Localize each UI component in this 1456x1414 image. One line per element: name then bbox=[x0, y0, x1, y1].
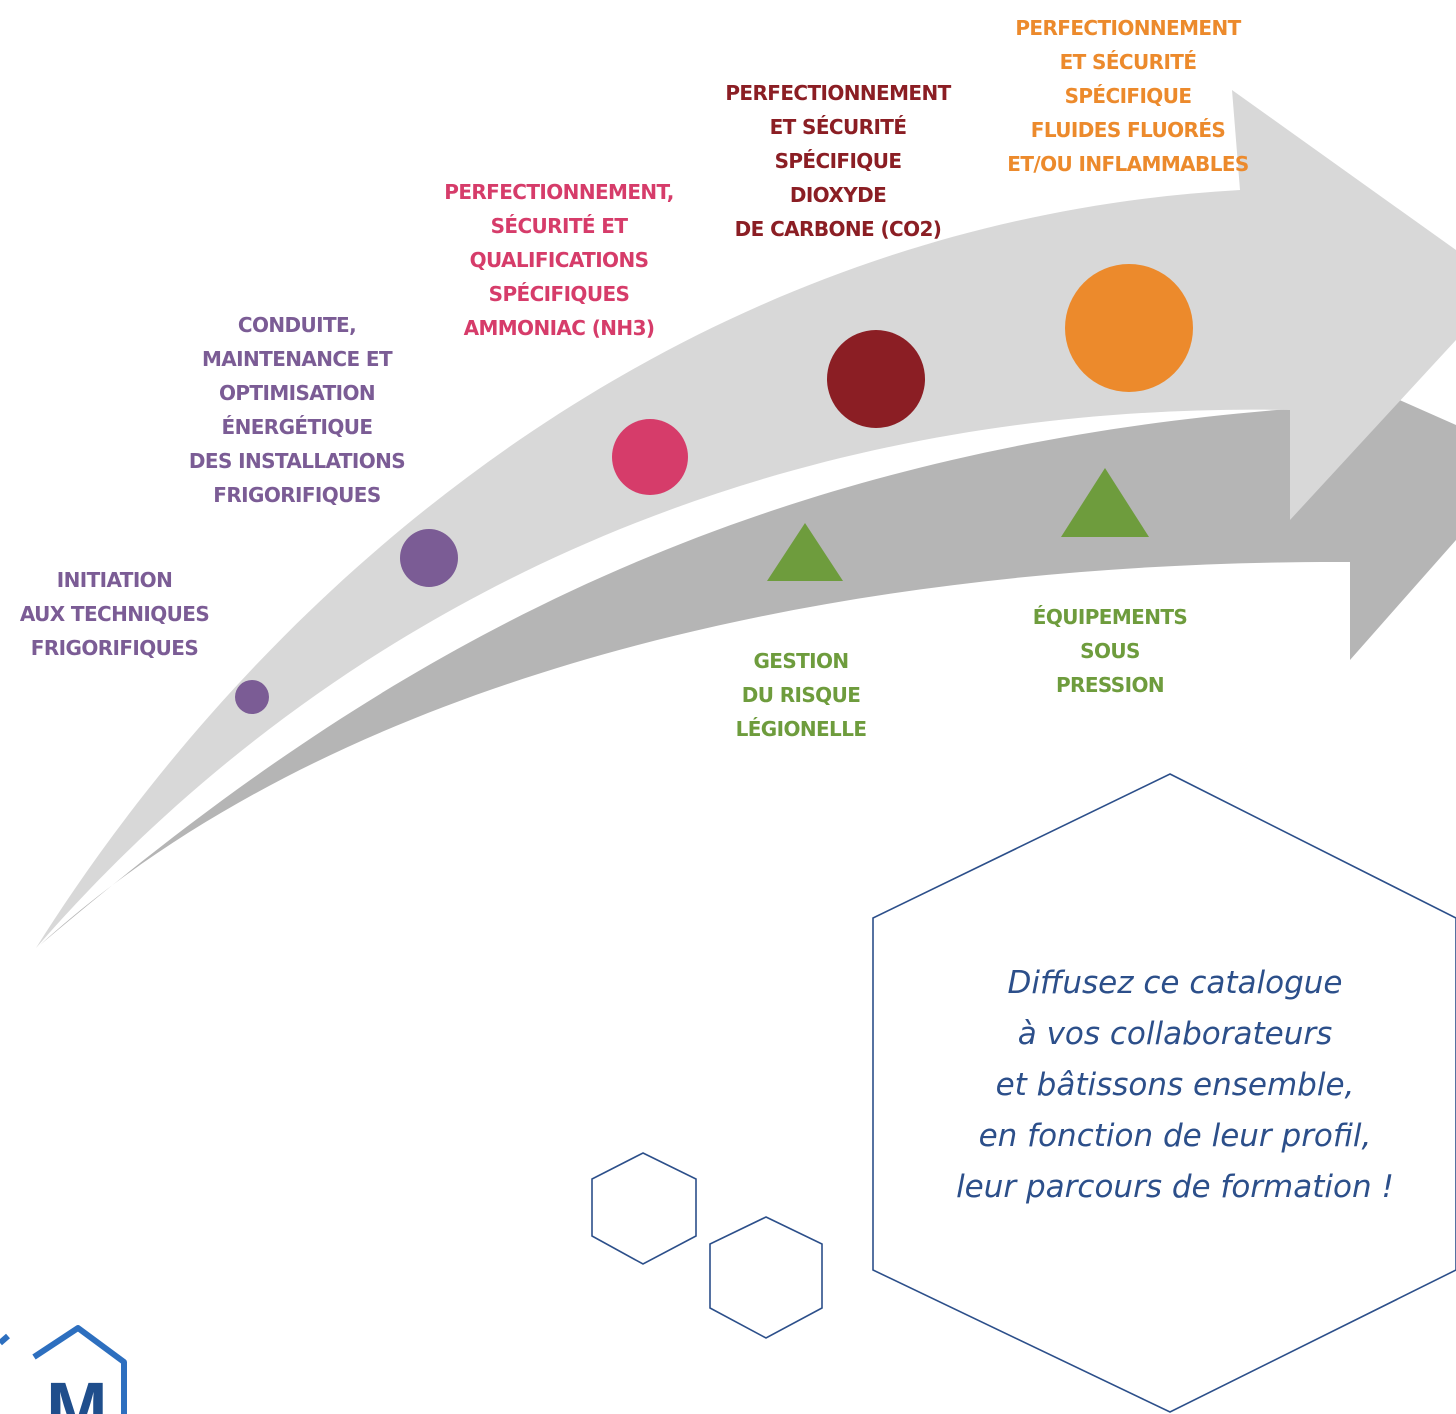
tagline-line-2: à vos collaborateurs bbox=[1017, 1016, 1333, 1052]
regulatory-1-line-3: LÉGIONELLE bbox=[735, 717, 867, 741]
logo-letter: M bbox=[46, 1367, 108, 1414]
small-hexagon bbox=[591, 1152, 697, 1265]
stage-3-line-4: SPÉCIFIQUES bbox=[488, 282, 630, 306]
regulatory-2-line-2: SOUS bbox=[1080, 639, 1140, 663]
stage-5-line-4: FLUIDES FLUORÉS bbox=[1030, 118, 1226, 142]
stage-5-marker bbox=[1065, 264, 1193, 392]
regulatory-1-label: GESTION DU RISQUE LÉGIONELLE bbox=[720, 644, 882, 746]
stage-4-line-4: DIOXYDE bbox=[789, 183, 887, 207]
tagline-line-3: et bâtissons ensemble, bbox=[995, 1067, 1355, 1103]
stage-2-line-4: ÉNERGÉTIQUE bbox=[221, 415, 374, 439]
stage-1-line-2: AUX TECHNIQUES bbox=[19, 602, 210, 626]
stage-2-label: CONDUITE, MAINTENANCE ET OPTIMISATION ÉN… bbox=[170, 308, 424, 512]
regulatory-2-line-1: ÉQUIPEMENTS bbox=[1032, 605, 1188, 629]
stage-3-line-1: PERFECTIONNEMENT, bbox=[444, 180, 674, 204]
stage-2-marker bbox=[400, 529, 458, 587]
stage-5-line-5: ET/OU INFLAMMABLES bbox=[1007, 152, 1249, 176]
stage-3-label: PERFECTIONNEMENT, SÉCURITÉ ET QUALIFICAT… bbox=[420, 175, 698, 345]
logo-house-outline bbox=[0, 1325, 127, 1414]
tagline-line-1: Diffusez ce catalogue bbox=[1007, 965, 1343, 1001]
regulatory-2-marker bbox=[1061, 468, 1149, 537]
stage-2-line-5: DES INSTALLATIONS bbox=[188, 449, 406, 473]
regulatory-1-line-1: GESTION bbox=[753, 649, 849, 673]
stage-2-line-1: CONDUITE, bbox=[237, 313, 357, 337]
stage-1-marker bbox=[235, 680, 269, 714]
stage-2-line-6: FRIGORIFIQUES bbox=[213, 483, 381, 507]
medium-hexagon bbox=[709, 1216, 823, 1339]
stage-2-line-2: MAINTENANCE ET bbox=[201, 347, 393, 371]
stage-2-line-3: OPTIMISATION bbox=[218, 381, 376, 405]
stage-4-line-3: SPÉCIFIQUE bbox=[774, 149, 902, 173]
stage-4-label: PERFECTIONNEMENT ET SÉCURITÉ SPÉCIFIQUE … bbox=[702, 76, 974, 246]
stage-4-line-5: DE CARBONE (CO2) bbox=[734, 217, 942, 241]
stage-1-line-1: INITIATION bbox=[56, 568, 173, 592]
stage-5-label: PERFECTIONNEMENT ET SÉCURITÉ SPÉCIFIQUE … bbox=[980, 11, 1276, 181]
regulatory-2-label: ÉQUIPEMENTS SOUS PRESSION bbox=[1010, 600, 1210, 702]
stage-4-marker bbox=[827, 330, 925, 428]
stage-5-line-1: PERFECTIONNEMENT bbox=[1015, 16, 1241, 40]
regulatory-1-line-2: DU RISQUE bbox=[741, 683, 861, 707]
logo: M bbox=[0, 1325, 127, 1414]
stage-4-line-1: PERFECTIONNEMENT bbox=[725, 81, 951, 105]
stage-3-line-3: QUALIFICATIONS bbox=[469, 248, 649, 272]
regulatory-2-line-3: PRESSION bbox=[1055, 673, 1165, 697]
regulatory-1-marker bbox=[767, 523, 843, 581]
stage-3-line-5: AMMONIAC (NH3) bbox=[463, 316, 655, 340]
stage-1-label: INITIATION AUX TECHNIQUES FRIGORIFIQUES bbox=[2, 563, 227, 665]
tagline: Diffusez ce catalogue à vos collaborateu… bbox=[900, 958, 1450, 1213]
stage-5-line-3: SPÉCIFIQUE bbox=[1064, 84, 1192, 108]
tagline-line-5: leur parcours de formation ! bbox=[956, 1169, 1394, 1205]
stage-5-line-2: ET SÉCURITÉ bbox=[1059, 50, 1197, 74]
stage-3-marker bbox=[612, 419, 688, 495]
stage-1-line-3: FRIGORIFIQUES bbox=[30, 636, 199, 660]
stage-4-line-2: ET SÉCURITÉ bbox=[769, 115, 907, 139]
stage-3-line-2: SÉCURITÉ ET bbox=[490, 214, 628, 238]
tagline-line-4: en fonction de leur profil, bbox=[978, 1118, 1372, 1154]
large-hexagon bbox=[872, 773, 1456, 1413]
